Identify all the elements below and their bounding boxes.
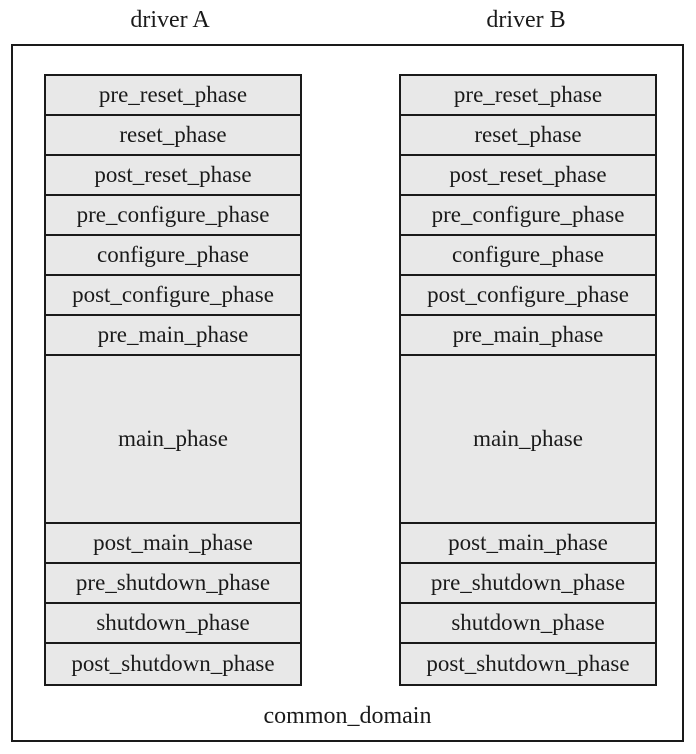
driver-a-pre-main-phase: pre_main_phase: [46, 316, 300, 356]
driver-b-reset-phase: reset_phase: [401, 116, 655, 156]
common-domain-label: common_domain: [263, 703, 432, 729]
driver-b-post-main-phase: post_main_phase: [401, 524, 655, 564]
driver-a-title: driver A: [130, 7, 210, 33]
driver-b-post-reset-phase: post_reset_phase: [401, 156, 655, 196]
driver-a-pre-shutdown-phase: pre_shutdown_phase: [46, 564, 300, 604]
driver-b-configure-phase: configure_phase: [401, 236, 655, 276]
driver-a-post-shutdown-phase: post_shutdown_phase: [46, 644, 300, 684]
driver-b-shutdown-phase: shutdown_phase: [401, 604, 655, 644]
driver-b-pre-shutdown-phase: pre_shutdown_phase: [401, 564, 655, 604]
driver-a-pre-reset-phase: pre_reset_phase: [46, 76, 300, 116]
driver-a-phase-stack: pre_reset_phase reset_phase post_reset_p…: [44, 74, 302, 686]
driver-b-phase-stack: pre_reset_phase reset_phase post_reset_p…: [399, 74, 657, 686]
driver-a-shutdown-phase: shutdown_phase: [46, 604, 300, 644]
driver-b-post-shutdown-phase: post_shutdown_phase: [401, 644, 655, 684]
driver-a-reset-phase: reset_phase: [46, 116, 300, 156]
driver-b-pre-reset-phase: pre_reset_phase: [401, 76, 655, 116]
driver-a-main-phase: main_phase: [46, 356, 300, 524]
driver-a-post-reset-phase: post_reset_phase: [46, 156, 300, 196]
driver-a-pre-configure-phase: pre_configure_phase: [46, 196, 300, 236]
driver-b-pre-main-phase: pre_main_phase: [401, 316, 655, 356]
driver-a-configure-phase: configure_phase: [46, 236, 300, 276]
driver-a-post-configure-phase: post_configure_phase: [46, 276, 300, 316]
driver-b-main-phase: main_phase: [401, 356, 655, 524]
driver-b-pre-configure-phase: pre_configure_phase: [401, 196, 655, 236]
driver-a-post-main-phase: post_main_phase: [46, 524, 300, 564]
driver-b-title: driver B: [486, 7, 566, 33]
driver-b-post-configure-phase: post_configure_phase: [401, 276, 655, 316]
